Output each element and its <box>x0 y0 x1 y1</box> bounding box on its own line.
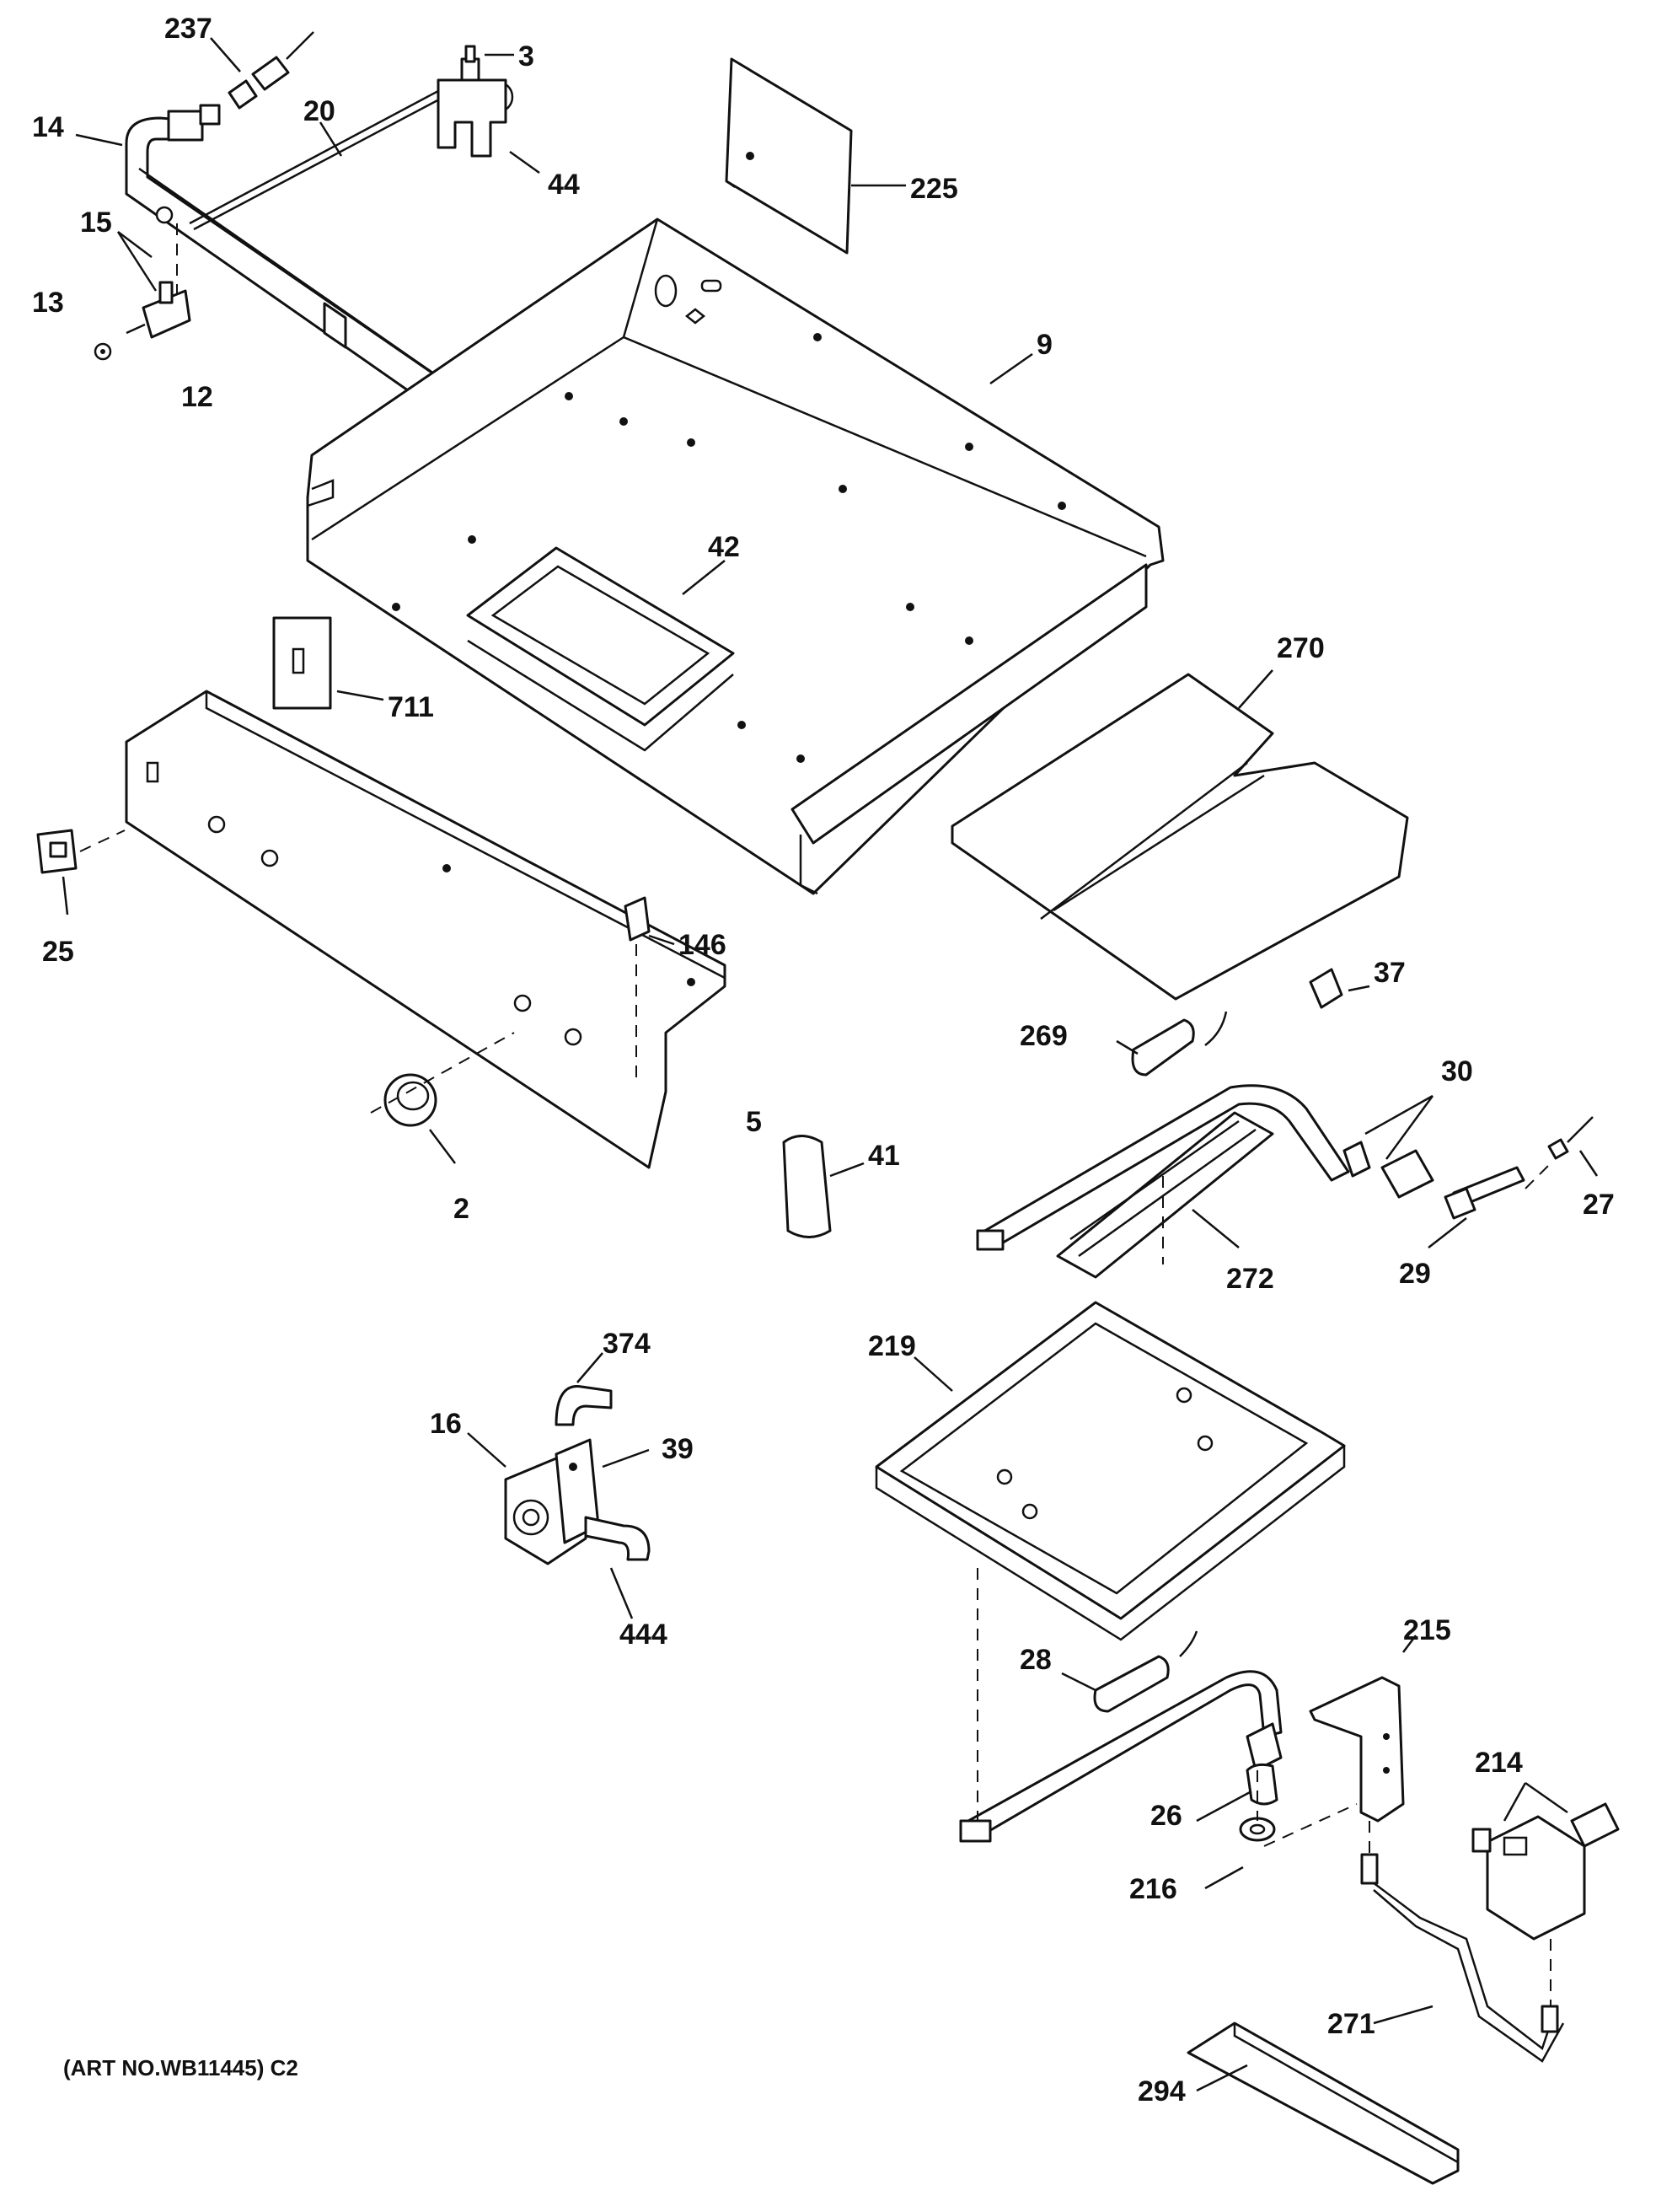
label-41: 41 <box>868 1140 900 1172</box>
label-39: 39 <box>662 1433 694 1465</box>
label-25: 25 <box>42 936 74 968</box>
frame-42 <box>466 546 735 752</box>
label-272: 272 <box>1226 1263 1274 1295</box>
label-294: 294 <box>1138 2075 1186 2107</box>
label-28: 28 <box>1020 1644 1052 1676</box>
label-13: 13 <box>32 287 64 319</box>
label-216: 216 <box>1129 1873 1177 1905</box>
label-271: 271 <box>1327 2008 1375 2040</box>
label-30: 30 <box>1441 1055 1473 1087</box>
label-27: 27 <box>1583 1189 1615 1221</box>
bracket-44 <box>437 78 507 158</box>
orifice-29 <box>1444 1166 1525 1220</box>
art-number: (ART NO.WB11445) C2 <box>63 2055 298 2080</box>
label-14: 14 <box>32 111 64 143</box>
label-219: 219 <box>868 1330 916 1362</box>
burner-box-9 <box>306 217 1165 895</box>
orifice-fitting-237 <box>228 31 314 110</box>
label-42: 42 <box>708 531 740 563</box>
clip-146 <box>624 896 651 942</box>
shutter-30 <box>1342 1141 1434 1199</box>
bracket-215 <box>1309 1676 1405 1823</box>
label-215: 215 <box>1403 1614 1451 1646</box>
shutter-26 <box>1246 1722 1283 1806</box>
igniter-269 <box>1131 1011 1228 1076</box>
cap-41 <box>782 1135 832 1238</box>
plate-219 <box>875 1301 1346 1641</box>
valve-12 <box>126 206 191 339</box>
alignment-lines <box>79 223 1551 2006</box>
elbow-444 <box>584 1516 651 1561</box>
label-44: 44 <box>548 169 580 201</box>
callout-labels: 237 3 14 20 44 225 15 13 12 9 42 711 270… <box>32 13 1615 2107</box>
label-37: 37 <box>1374 957 1406 989</box>
label-20: 20 <box>303 95 335 127</box>
label-9: 9 <box>1037 329 1053 361</box>
plate-711 <box>272 616 332 710</box>
label-225: 225 <box>910 173 958 205</box>
label-3: 3 <box>518 40 534 72</box>
front-panel-5 <box>125 690 726 1169</box>
shield-270 <box>951 673 1409 1001</box>
label-29: 29 <box>1399 1258 1431 1290</box>
label-270: 270 <box>1277 632 1325 664</box>
label-12: 12 <box>181 381 213 413</box>
panel-225 <box>725 57 853 255</box>
igniter-28 <box>1093 1630 1198 1713</box>
label-2: 2 <box>453 1193 469 1225</box>
label-146: 146 <box>678 929 726 961</box>
knob-2 <box>383 1073 437 1127</box>
label-15: 15 <box>80 207 112 239</box>
nut-216 <box>1239 1817 1276 1842</box>
elbow-374 <box>555 1385 613 1426</box>
nut-13 <box>94 342 112 361</box>
connector-25 <box>36 829 78 874</box>
leader-lines <box>62 37 1599 2092</box>
label-26: 26 <box>1150 1800 1182 1832</box>
tube-20 <box>189 83 456 231</box>
label-374: 374 <box>603 1328 651 1360</box>
bracket-37 <box>1309 968 1343 1009</box>
label-5: 5 <box>746 1106 762 1138</box>
shield-294 <box>1187 2021 1460 2185</box>
label-269: 269 <box>1020 1020 1068 1052</box>
label-214: 214 <box>1475 1747 1523 1779</box>
fitting-27 <box>1547 1116 1594 1160</box>
label-711: 711 <box>388 691 434 723</box>
label-444: 444 <box>619 1619 667 1651</box>
baffle-272 <box>1056 1111 1274 1279</box>
broil-burner-tube <box>976 1084 1350 1251</box>
safety-valve-214 <box>1471 1802 1620 1941</box>
label-16: 16 <box>430 1408 462 1440</box>
label-237: 237 <box>164 13 212 45</box>
